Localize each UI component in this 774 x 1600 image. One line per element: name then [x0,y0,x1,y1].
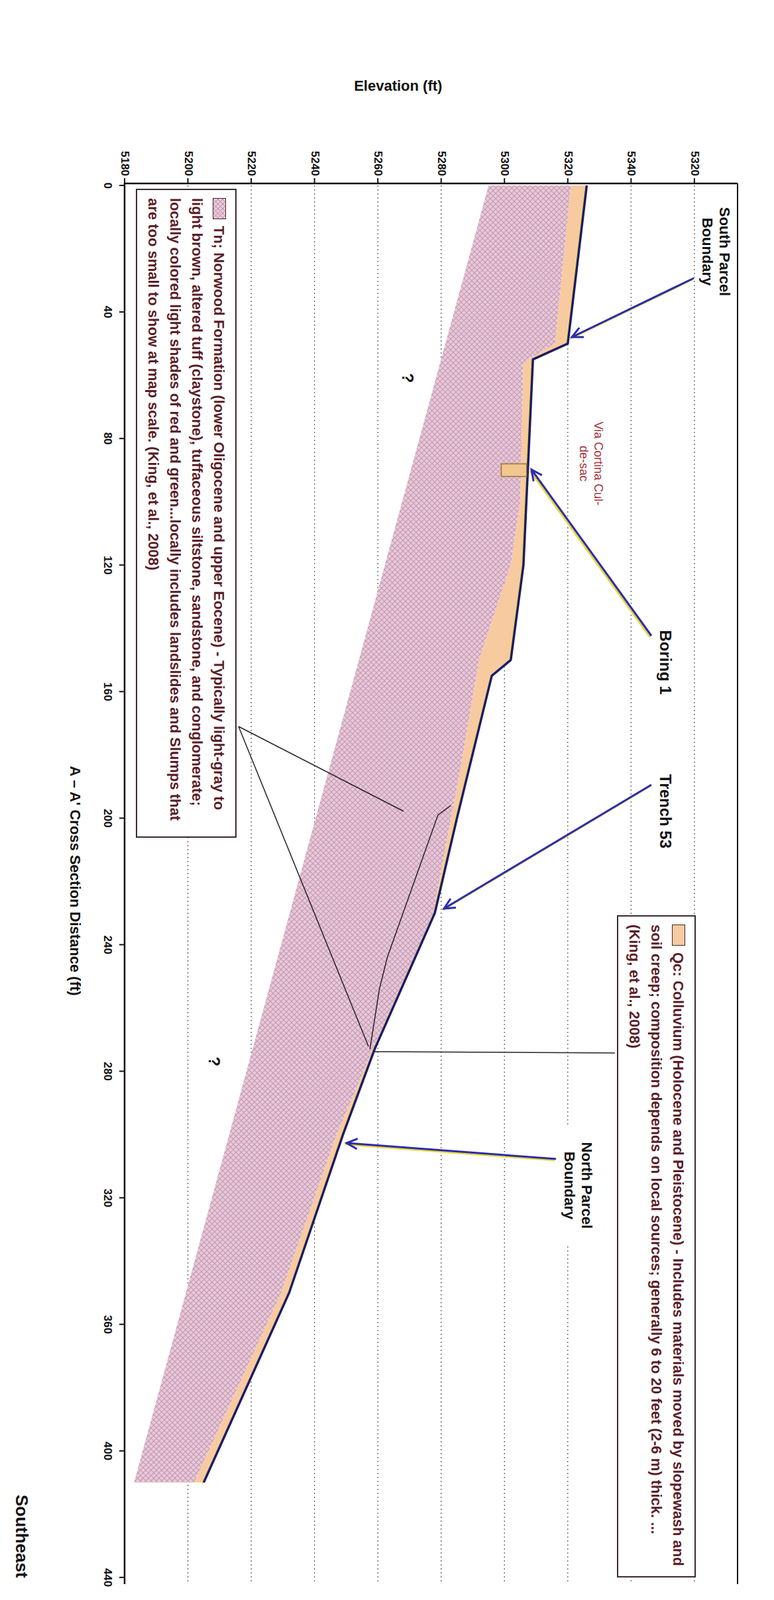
boring-symbol [500,463,527,477]
tick-mark [119,184,125,187]
boundary-label: North Parcel Boundary [559,1127,596,1245]
arrow-line [443,785,652,910]
distance-tick-label: 320 [100,1189,114,1209]
axes [119,178,738,1586]
trench-label: Trench 53 [655,772,675,851]
elevation-tick-label: 5320 [687,151,701,177]
direction-label: Southeast [11,1495,32,1580]
arrow-head [531,469,543,482]
legend-text: Qc: Colluvium (Holocene and Pleistocene)… [626,925,687,1568]
geology [133,185,587,1486]
distance-tick-label: 0 [100,182,114,189]
tick-mark [119,1577,125,1580]
tick-mark [377,178,379,184]
uncertain-contact-mark: ? [204,1057,224,1068]
tick-mark [119,564,125,566]
tick-mark [123,178,126,184]
leader-lines [238,726,615,1054]
leader-line [238,726,369,1048]
elevation-tick-label: 5260 [371,151,385,177]
elevation-tick-label: 5180 [117,151,132,177]
boundary-label: South Parcel Boundary [697,193,733,311]
colluvium-area [194,185,587,1484]
boring-label: Boring 1 [655,628,675,698]
legend-text: Tn; Norwood Formation (lower Oligocene a… [145,198,228,822]
surface-halo [202,186,586,1486]
uncertain-contact-mark: ? [398,373,418,384]
distance-tick-label: 400 [100,1442,114,1462]
axis-title: Elevation (ft) [353,77,443,95]
elevation-tick-label: 5340 [624,151,638,177]
elevation-tick-label: 5320 [560,151,574,177]
norwood-formation-area [133,185,571,1484]
ground-surface [203,185,587,1484]
arrow-line [571,278,694,338]
tick-mark [119,1324,125,1327]
elevation-tick-label: 5300 [497,151,511,177]
distance-tick-label: 280 [100,1062,114,1082]
grid-line [567,185,568,1584]
arrow-head [443,899,456,910]
tick-mark [119,1198,125,1200]
distance-tick-label: 120 [100,555,114,575]
legend-swatch [212,198,226,220]
legend-box: Qc: Colluvium (Holocene and Pleistocene)… [616,915,696,1579]
tick-mark [440,178,443,184]
elevation-tick-label: 5280 [434,151,448,177]
frame-line [736,183,739,1586]
tick-mark [187,178,189,184]
distance-tick-label: 80 [100,432,114,446]
arrow-head [346,1139,358,1150]
legend-swatch [671,925,686,947]
distance-tick-label: 240 [100,935,114,955]
distance-tick-label: 160 [100,682,114,702]
tick-mark [503,178,505,184]
axis-line [124,183,738,1586]
tick-mark [119,1451,125,1453]
tick-mark [119,1071,125,1073]
elevation-tick-label: 5200 [180,151,195,177]
arrow-head [571,328,584,338]
leader-line [373,1052,615,1054]
tick-mark [119,691,125,693]
elevation-tick-label: 5220 [244,151,258,177]
tick-mark [119,817,125,820]
legend-box: Tn; Norwood Formation (lower Oligocene a… [135,188,237,839]
tick-mark [314,178,316,184]
tick-mark [250,178,252,184]
tick-mark [119,311,125,313]
distance-tick-label: 40 [100,306,114,319]
tick-mark [693,178,696,184]
arrow-line [346,1143,556,1160]
arrow-shadow [345,1145,555,1161]
distance-tick-label: 360 [100,1316,114,1335]
distance-tick-label: 440 [100,1569,114,1588]
tick-mark [630,178,632,184]
street-label: Via Cortina Cul-de-sac [576,418,606,509]
tick-mark [119,944,125,946]
trench-outline [369,805,451,1050]
elevation-tick-label: 5240 [307,151,321,177]
axis-title: A – A' Cross Section Distance (ft) [66,766,84,997]
distance-tick-label: 200 [100,809,114,828]
tick-mark [567,178,569,184]
leader-line [238,726,404,812]
tick-mark [119,438,125,440]
